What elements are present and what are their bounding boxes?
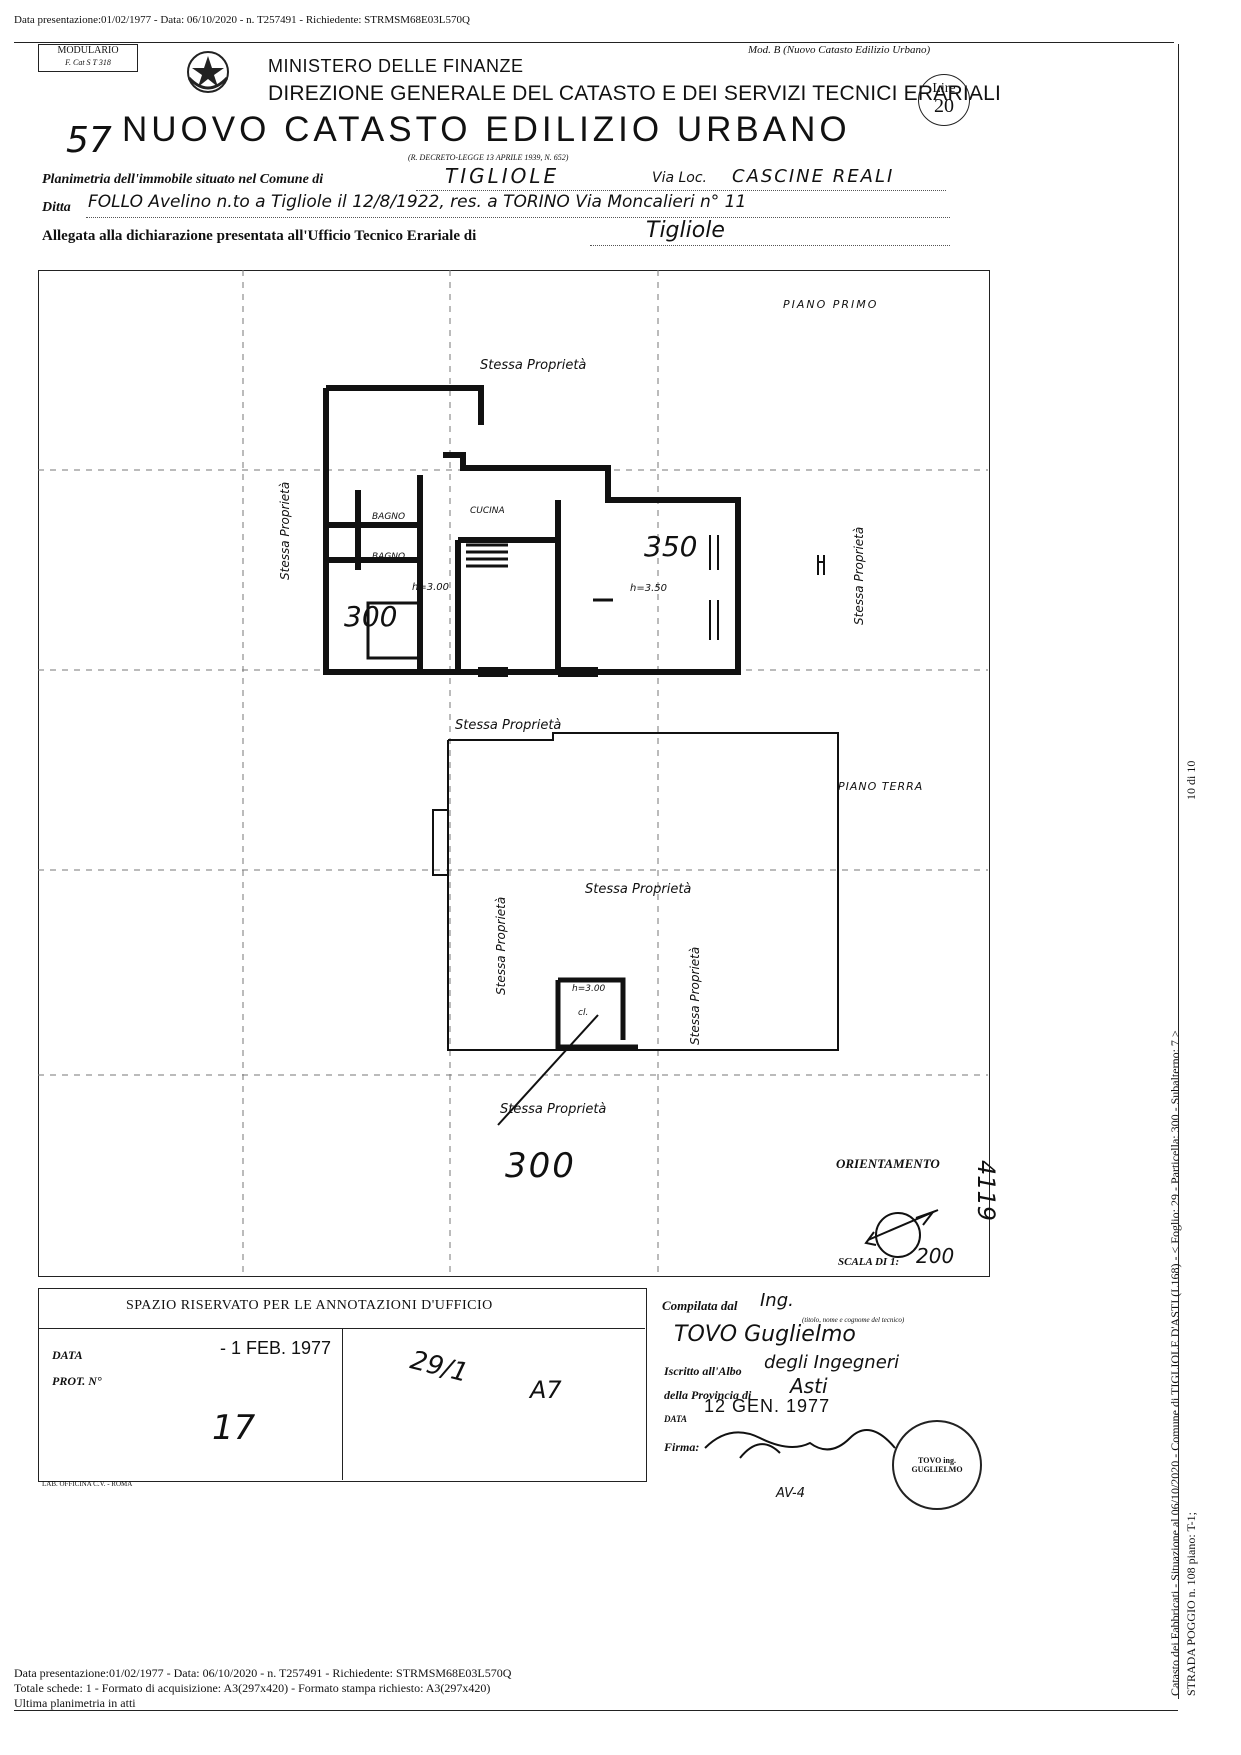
compilata-label: Compilata dal	[662, 1298, 738, 1313]
allegata-label: Allegata alla dichiarazione presentata a…	[42, 228, 477, 244]
footer-line-1: Data presentazione:01/02/1977 - Data: 06…	[14, 1666, 512, 1680]
republic-emblem-icon	[183, 46, 233, 96]
engineer-stamp-text: TOVO ing. GUGLIELMO	[911, 1456, 963, 1474]
ditta-line	[86, 217, 950, 218]
ditta-label: Ditta	[42, 200, 71, 215]
piano-terra-label: PIANO TERRA	[838, 780, 924, 793]
height-label-first-a: h=3.00	[412, 582, 449, 593]
height-label-first-b: h=3.50	[630, 583, 667, 594]
side-scheda: 10 di 10	[1184, 760, 1198, 800]
orientamento-label: ORIENTAMENTO	[836, 1156, 940, 1171]
footer-line-3: Ultima planimetria in atti	[14, 1696, 136, 1710]
annotations-divider	[38, 1328, 645, 1329]
engineer-stamp: TOVO ing. GUGLIELMO	[892, 1420, 982, 1510]
page-title: NUOVO CATASTO EDILIZIO URBANO	[122, 110, 851, 149]
decree-ref: (R. DECRETO-LEGGE 13 APRILE 1939, N. 652…	[408, 153, 569, 162]
compilata-data-label: DATA	[664, 1414, 688, 1424]
iscritto-label: Iscritto all'Albo	[664, 1364, 742, 1378]
provincia-label: della Provincia di	[664, 1388, 752, 1402]
area-label-350: 350	[644, 530, 698, 563]
provincia-value: Asti	[790, 1374, 828, 1398]
piano-primo-label: PIANO PRIMO	[783, 298, 879, 311]
stessa-proprieta-west: Stessa Proprietà	[278, 481, 292, 580]
floor-plan-drawing	[38, 270, 988, 1275]
via-value: CASCINE REALI	[732, 166, 895, 187]
planimetria-label: Planimetria dell'immobile situato nel Co…	[42, 172, 324, 187]
annotation-mark-2: A7	[530, 1376, 562, 1404]
bagno-label-1: BAGNO	[372, 512, 406, 522]
annotation-data-value: - 1 FEB. 1977	[220, 1338, 332, 1358]
direction-name: DIREZIONE GENERALE DEL CATASTO E DEI SER…	[268, 82, 1001, 105]
drawing-frame	[38, 270, 990, 1277]
footer-line-2: Totale schede: 1 - Formato di acquisizio…	[14, 1681, 491, 1695]
stessa-proprieta-north: Stessa Proprietà	[480, 358, 587, 373]
mod-b-label: Mod. B (Nuovo Catasto Edilizio Urbano)	[748, 44, 931, 56]
side-info-text: Catasto dei Fabbricati - Situazione al 0…	[1168, 1030, 1182, 1696]
stessa-proprieta-terra-inner: Stessa Proprietà	[688, 946, 702, 1045]
ministry-name: MINISTERO DELLE FINANZE	[268, 56, 524, 76]
annotation-prot-value: 17	[212, 1408, 256, 1448]
av-mark: AV-4	[776, 1486, 805, 1501]
stessa-proprieta-terra-west: Stessa Proprietà	[494, 896, 508, 995]
bagno-label-2: BAGNO	[372, 552, 406, 562]
side-info-text-2: STRADA POGGIO n. 108 piano: T-1;	[1184, 1511, 1198, 1696]
area-label-300: 300	[344, 600, 398, 633]
stessa-proprieta-east: Stessa Proprietà	[852, 526, 866, 625]
stessa-proprieta-terra-south: Stessa Proprietà	[500, 1102, 607, 1117]
stessa-proprieta-terra-north: Stessa Proprietà	[585, 882, 692, 897]
modulario-code: F. Cat S T 318	[65, 58, 111, 67]
cl-label: cl.	[578, 1008, 589, 1018]
ditta-value: FOLLO Avelino n.to a Tigliole il 12/8/19…	[88, 192, 747, 212]
stessa-proprieta-south: Stessa Proprietà	[455, 718, 562, 733]
top-stamp: Data presentazione:01/02/1977 - Data: 06…	[14, 14, 470, 26]
lire-label: Lire	[932, 81, 956, 96]
comune-line	[416, 190, 946, 191]
annotations-title: SPAZIO RISERVATO PER LE ANNOTAZIONI D'UF…	[126, 1298, 493, 1313]
compilata-data-value: 12 GEN. 1977	[704, 1396, 831, 1416]
firma-label: Firma:	[664, 1440, 700, 1454]
lire-value: 20	[934, 95, 954, 117]
area-label-300-terra: 300	[505, 1146, 576, 1186]
top-rule	[14, 42, 1174, 43]
ufficio-value: Tigliole	[646, 218, 725, 243]
height-label-terra: h=3.00	[572, 984, 606, 994]
document-number: 57	[66, 120, 112, 161]
annotations-col-divider	[342, 1328, 343, 1480]
albo-value: degli Ingegneri	[764, 1352, 900, 1373]
scala-value: 200	[916, 1244, 955, 1268]
annotations-box	[38, 1288, 647, 1482]
lire-stamp: Lire 20	[918, 74, 970, 126]
footer-rule	[14, 1710, 1178, 1711]
annotation-prot-label: PROT. N°	[52, 1374, 102, 1388]
compilata-name: TOVO Guglielmo	[674, 1322, 856, 1347]
scala-label: SCALA DI 1:	[838, 1256, 900, 1268]
signature-icon	[704, 1429, 896, 1459]
modulario-box: MODULARIO F. Cat S T 318	[38, 44, 138, 72]
right-border-rule	[1178, 44, 1179, 1699]
compilata-hint: (titolo, nome e cognome del tecnico)	[802, 1316, 905, 1324]
via-label: Via Loc.	[652, 170, 708, 186]
comune-value: TIGLIOLE	[445, 164, 560, 188]
modulario-title: MODULARIO	[57, 45, 119, 56]
printer-label: LAB. OFFICINA C.V. - ROMA	[42, 1480, 133, 1488]
compilata-title: Ing.	[760, 1290, 794, 1311]
ufficio-line	[590, 245, 950, 246]
annotation-data-label: DATA	[52, 1348, 83, 1362]
cucina-label: CUCINA	[470, 506, 505, 516]
side-note: 4119	[972, 1160, 1000, 1222]
